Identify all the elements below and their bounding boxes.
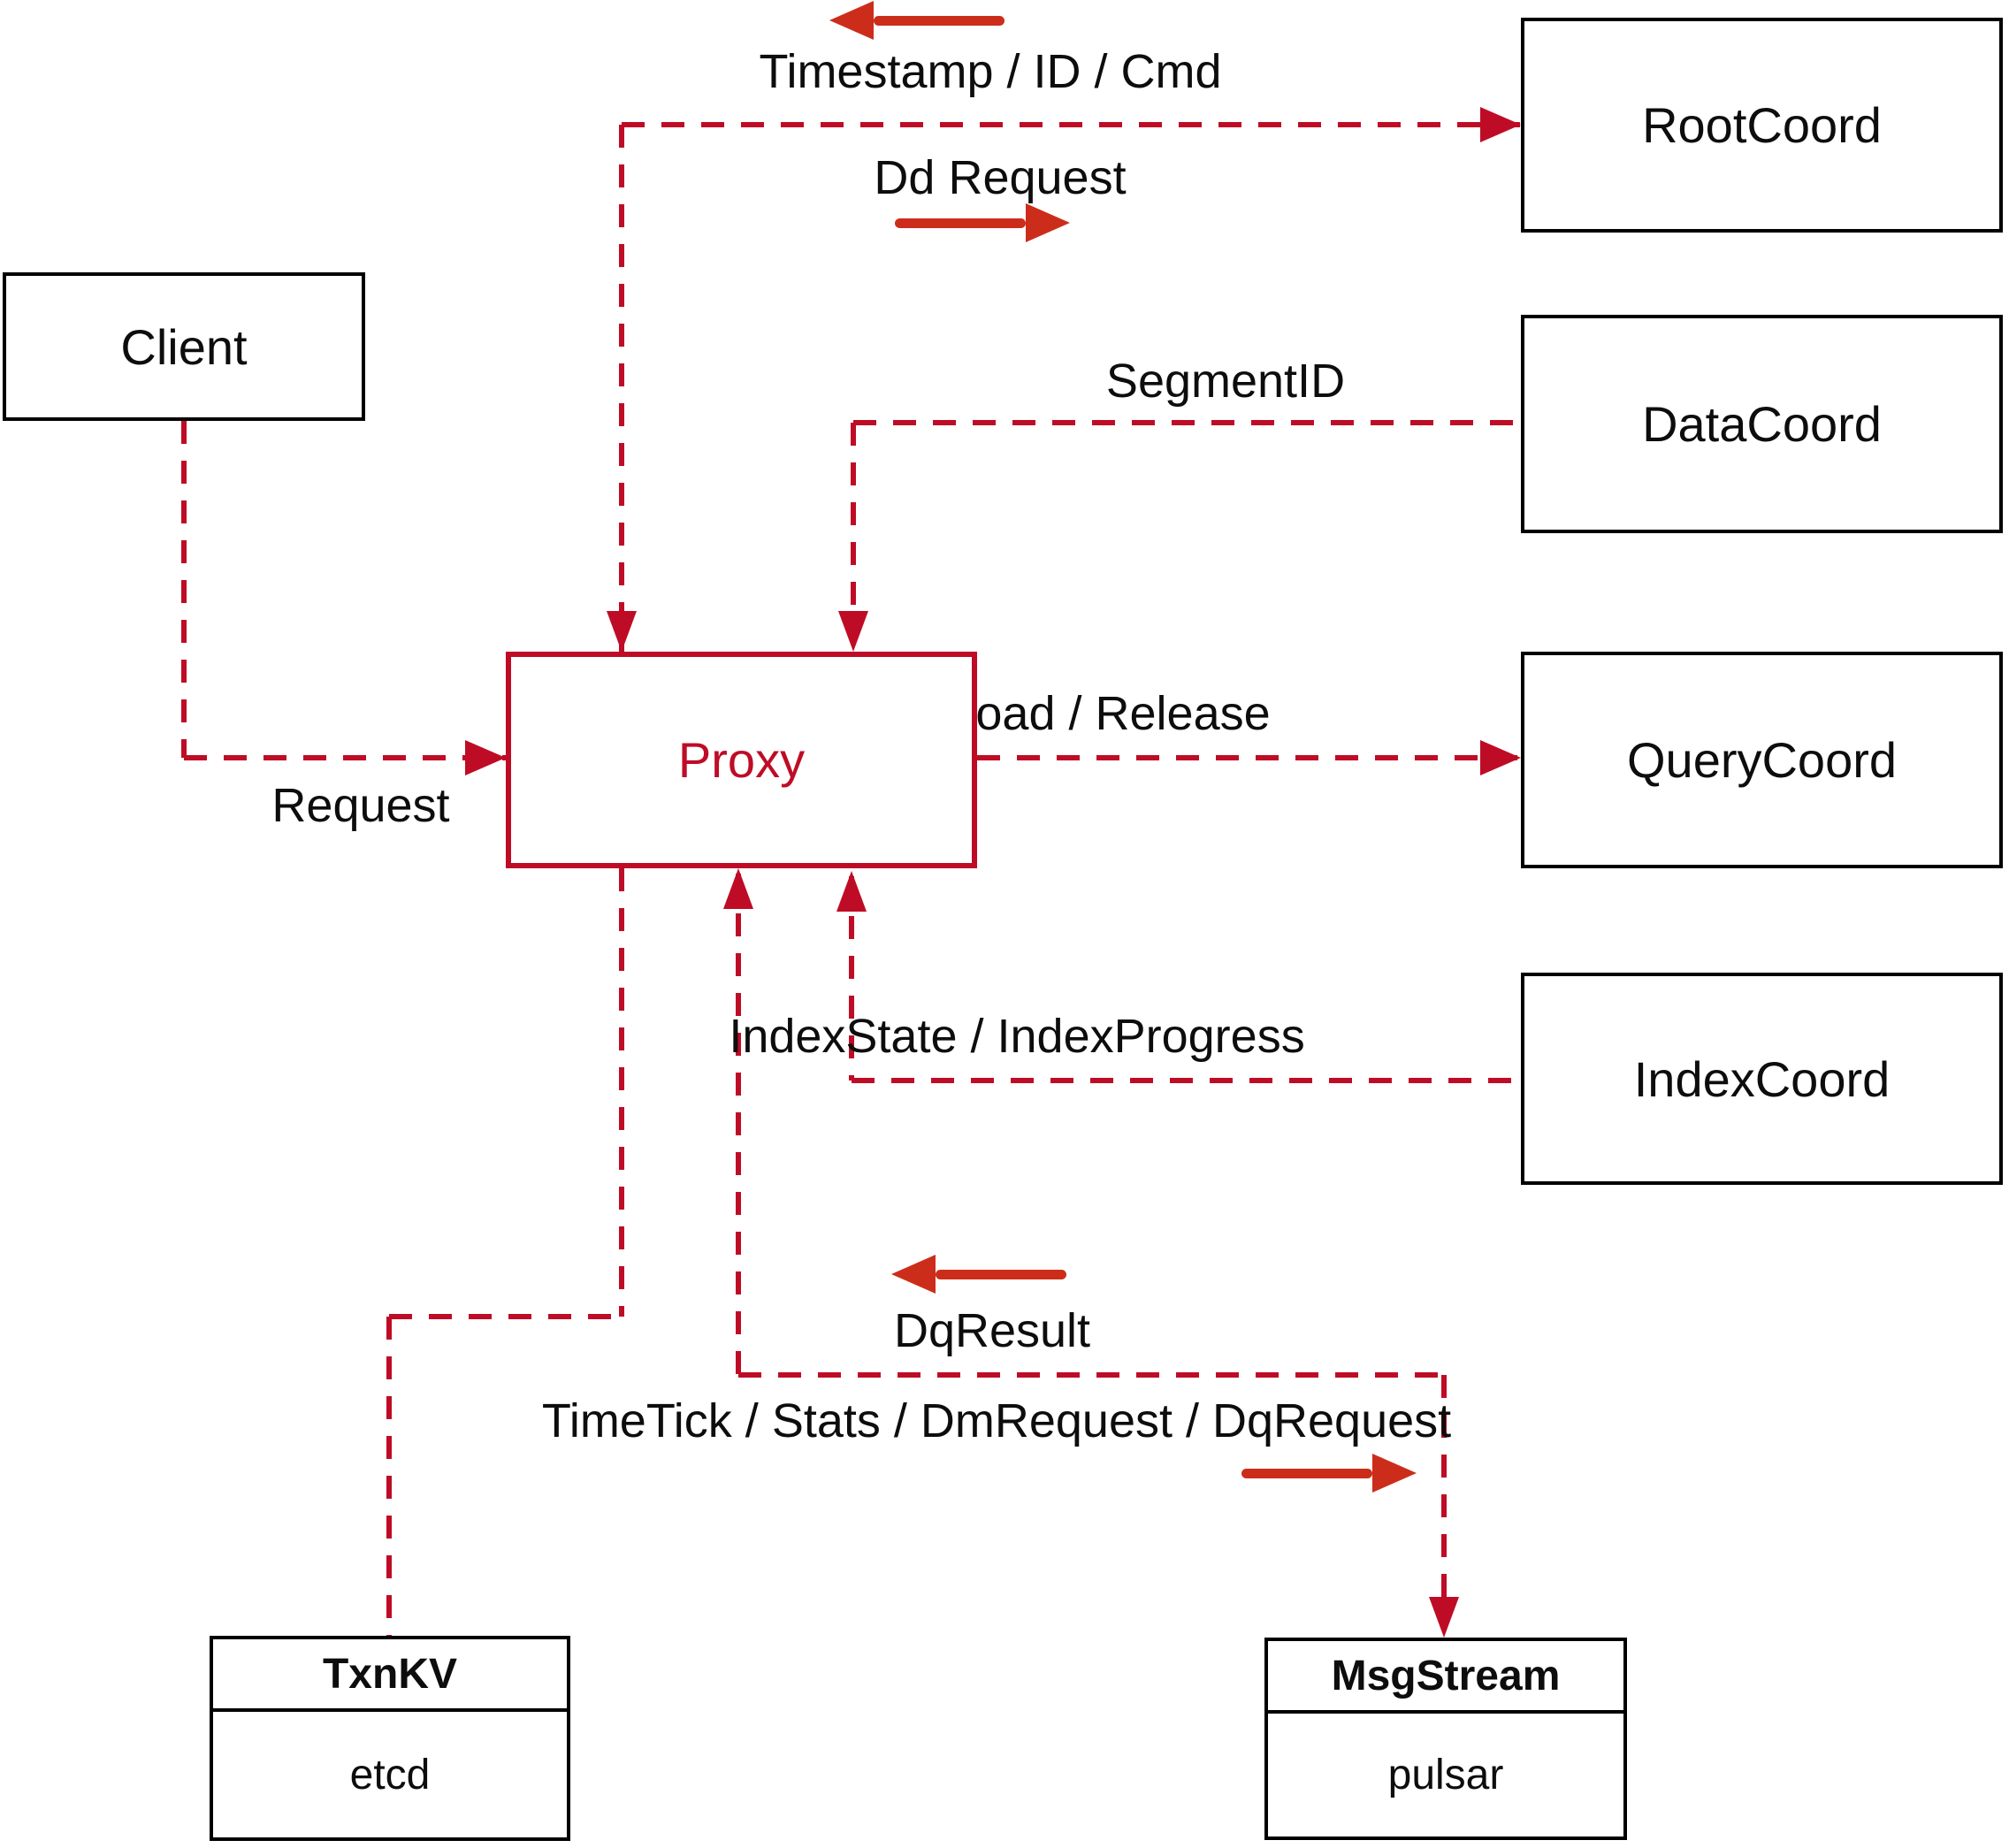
edge-label-load-release: Load / Release [949, 687, 1271, 740]
node-datacoord-label: DataCoord [1642, 396, 1882, 452]
node-client-label: Client [120, 318, 248, 375]
arrowhead-into-querycoord-icon [1480, 740, 1521, 775]
edge-datacoord-proxy-horizontal [853, 420, 1521, 425]
arrowhead-into-proxy-bottom-left-icon [723, 868, 753, 909]
node-txnkv: TxnKV etcd [210, 1636, 570, 1841]
arrowhead-into-proxy-top-right-icon [838, 611, 868, 652]
node-proxy: Proxy [506, 652, 977, 868]
edge-label-time-tick: TimeTick / Stats / DmRequest / DqRequest [541, 1394, 1452, 1447]
edge-proxy-txnkv-vertical-upper [619, 868, 624, 1317]
edge-label-dd-request: Dd Request [874, 151, 1127, 204]
edge-proxy-querycoord [977, 755, 1521, 760]
arrowhead-into-proxy-top-left-icon [607, 611, 637, 652]
arrowhead-into-proxy-bottom-right-icon [836, 871, 867, 912]
arrowhead-into-rootcoord-icon [1480, 107, 1521, 142]
edge-datacoord-proxy-vertical [851, 423, 856, 652]
edge-indexcoord-proxy-vertical [849, 876, 854, 1081]
node-msgstream-title: MsgStream [1268, 1641, 1623, 1714]
node-txnkv-title: TxnKV [213, 1639, 567, 1712]
edge-client-proxy-horizontal [184, 755, 506, 760]
direction-arrow-right-timetick-icon [1241, 1453, 1417, 1493]
node-msgstream: MsgStream pulsar [1264, 1638, 1627, 1840]
arrowhead-into-proxy-left-icon [465, 740, 506, 775]
edge-proxy-rootcoord-horizontal [622, 122, 1521, 127]
edge-label-dq-result: DqResult [893, 1304, 1091, 1357]
edge-proxy-txnkv-horizontal [389, 1314, 624, 1319]
direction-arrow-left-dqresult-icon [891, 1254, 1066, 1294]
node-msgstream-subtitle: pulsar [1387, 1752, 1504, 1798]
node-querycoord: QueryCoord [1521, 652, 2003, 868]
direction-arrow-left-timestamp-icon [829, 0, 1004, 41]
edge-label-timestamp-id-cmd: Timestamp / ID / Cmd [759, 45, 1222, 98]
node-indexcoord: IndexCoord [1521, 973, 2003, 1185]
node-querycoord-label: QueryCoord [1626, 732, 1898, 788]
edge-label-request: Request [271, 779, 450, 832]
node-client: Client [3, 272, 365, 421]
edge-label-index-state: IndexState / IndexProgress [729, 1010, 1305, 1063]
node-datacoord: DataCoord [1521, 315, 2003, 533]
edge-client-proxy-vertical [181, 421, 187, 758]
node-indexcoord-label: IndexCoord [1633, 1050, 1891, 1107]
edge-proxy-msgstream-vertical-upper [736, 874, 741, 1375]
node-rootcoord-label: RootCoord [1642, 97, 1882, 153]
edge-indexcoord-proxy-horizontal [852, 1078, 1521, 1083]
edge-label-segment-id: SegmentID [1105, 355, 1346, 408]
direction-arrow-right-dd-request-icon [895, 202, 1070, 243]
node-txnkv-subtitle: etcd [349, 1751, 431, 1798]
arrowhead-into-msgstream-icon [1429, 1597, 1459, 1638]
edge-proxy-msgstream-vertical-lower [1441, 1375, 1447, 1600]
edge-proxy-txnkv-vertical-lower [386, 1317, 392, 1636]
node-rootcoord: RootCoord [1521, 18, 2003, 233]
edge-proxy-rootcoord-vertical [619, 125, 624, 652]
node-proxy-label: Proxy [677, 732, 806, 788]
edge-proxy-msgstream-horizontal [738, 1372, 1444, 1378]
